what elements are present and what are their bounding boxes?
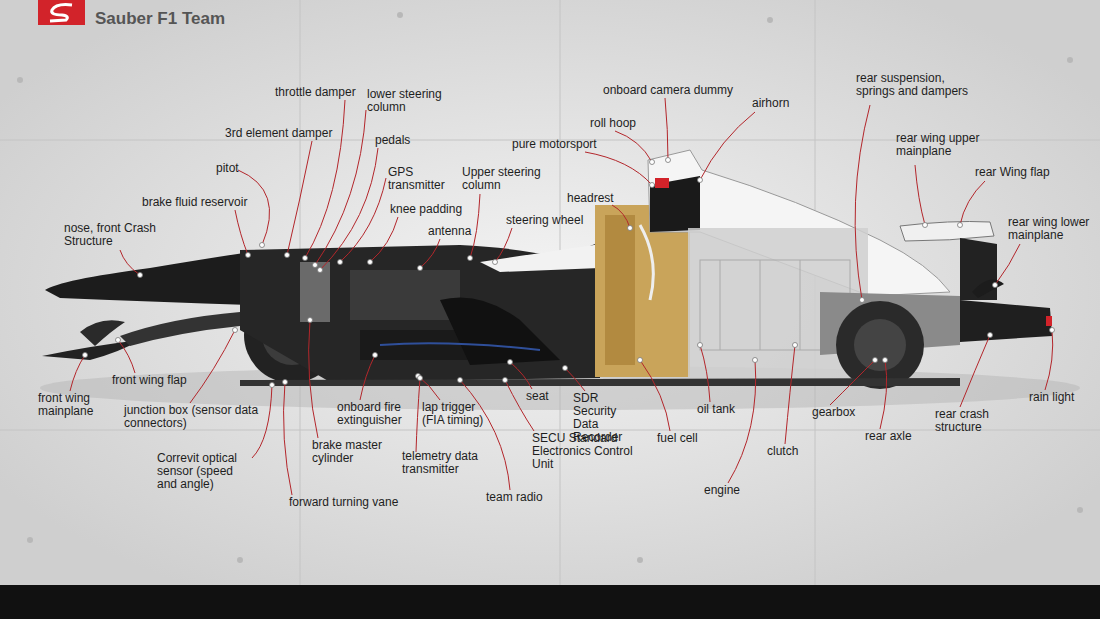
part-label: pedals [375,134,435,147]
part-label: brake fluid reservoir [142,196,292,209]
part-label: SECU Standard Electronics Control Unit [532,432,637,471]
part-label: 3rd element damper [225,127,355,140]
part-label: front wing mainplane [38,392,113,418]
part-label: roll hoop [590,117,660,130]
part-label: gearbox [812,406,867,419]
part-label: rear wing upper mainplane [896,132,991,158]
part-label: clutch [767,445,817,458]
part-label: nose, front Crash Structure [64,222,194,248]
part-label: lower steering column [367,88,462,114]
part-label: Correvit optical sensor (speed and angle… [157,452,252,491]
part-label: GPS transmitter [388,166,468,192]
part-label: rear suspension, springs and dampers [856,72,986,98]
part-label: pure motorsport [512,138,622,151]
part-label: engine [704,484,754,497]
part-label: pitot [216,162,256,175]
part-label: rear wing lower mainplane [1008,216,1096,242]
part-label: team radio [486,491,556,504]
part-label: rear axle [865,430,925,443]
part-label: forward turning vane [289,496,439,509]
page-title: Sauber F1 Team [95,9,225,29]
part-label: Upper steering column [462,166,562,192]
part-label: antenna [428,225,488,238]
part-label: rain light [1029,391,1089,404]
part-label: airhorn [752,97,812,110]
part-label: rear Wing flap [975,166,1075,179]
part-label: fuel cell [657,432,717,445]
part-label: telemetry data transmitter [402,450,507,476]
part-label: steering wheel [506,214,606,227]
part-label: rear crash structure [935,408,1010,434]
part-label: brake master cylinder [312,439,387,465]
part-label: onboard fire extinguisher [337,401,409,427]
part-label: front wing flap [112,374,212,387]
part-label: oil tank [697,403,752,416]
part-label: junction box (sensor data connectors) [124,404,264,430]
part-label: knee padding [390,203,480,216]
part-label: onboard camera dummy [603,84,753,97]
part-label: lap trigger (FIA timing) [422,401,494,427]
part-label: headrest [567,192,632,205]
part-label: seat [526,390,561,403]
